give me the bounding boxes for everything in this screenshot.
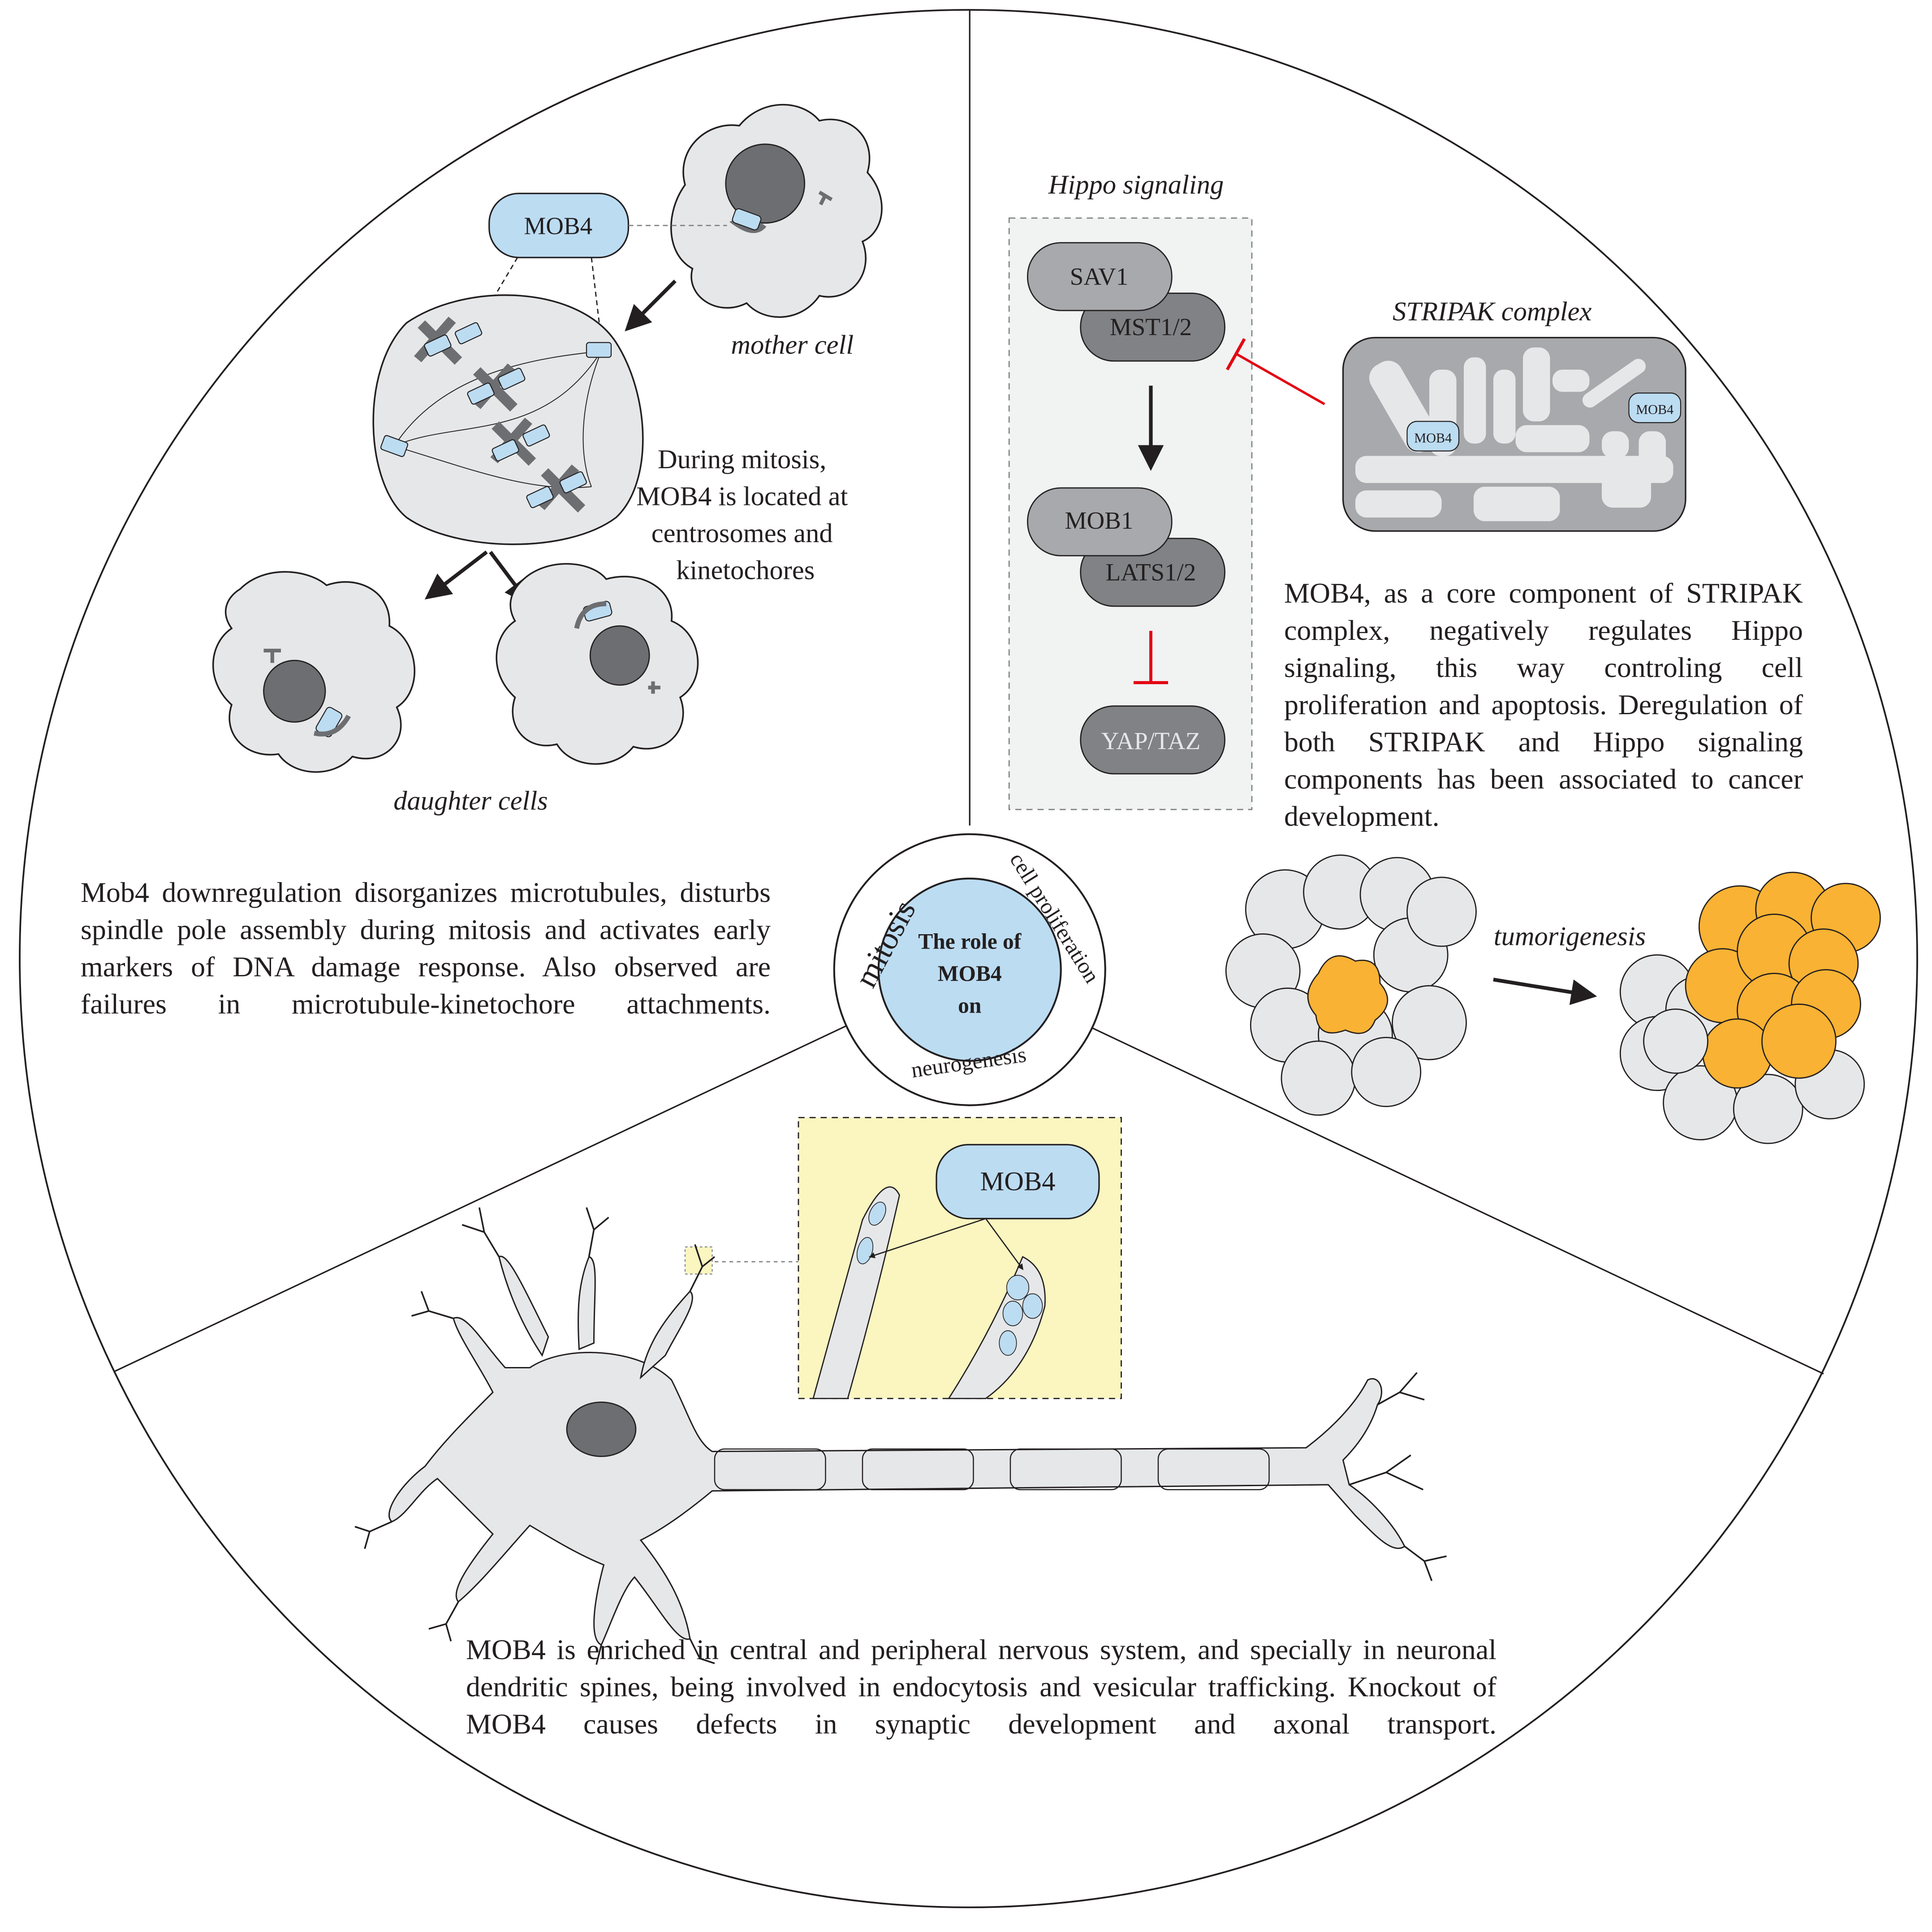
daughter-right-nucleus bbox=[589, 625, 650, 686]
mother-nucleus bbox=[725, 143, 806, 224]
inhibit-stripak-to-mst bbox=[1235, 352, 1325, 405]
tumorigenesis-label: tumorigenesis bbox=[1494, 921, 1646, 951]
dendrite-branches bbox=[354, 1207, 1447, 1665]
divider-right bbox=[1049, 1007, 1824, 1375]
mitosis-mob4-label: MOB4 bbox=[524, 212, 592, 240]
tumor-tissue bbox=[1619, 871, 1881, 1144]
arrow-tumorigenesis bbox=[1493, 978, 1597, 1005]
stripak-mob4-left-label: MOB4 bbox=[1414, 430, 1452, 445]
normal-tissue bbox=[1225, 854, 1477, 1116]
node-sav1-label: SAV1 bbox=[1070, 263, 1128, 290]
center-hub: The role of MOB4 on mitosis cell prolife… bbox=[833, 833, 1106, 1106]
neuron bbox=[388, 1255, 1406, 1646]
stripak-title: STRIPAK complex bbox=[1393, 297, 1591, 327]
main-circle-frame bbox=[19, 9, 1918, 1908]
myelin-segments bbox=[714, 1448, 1270, 1490]
daughter-cells-label: daughter cells bbox=[393, 786, 548, 816]
daughter-cell-right bbox=[496, 563, 699, 765]
mitosis-section: mother cell MOB4 bbox=[212, 104, 883, 816]
divider-left bbox=[114, 1005, 890, 1372]
neurogenesis-description: MOB4 is enriched in central and peripher… bbox=[466, 1634, 1496, 1740]
node-mst-label: MST1/2 bbox=[1110, 313, 1192, 341]
hub-title-line2: MOB4 bbox=[938, 961, 1002, 986]
mitosis-location-text: During mitosis, MOB4 is located at centr… bbox=[636, 444, 854, 586]
hub-inner-circle bbox=[877, 877, 1062, 1062]
stripak-mob4-right bbox=[1628, 392, 1682, 423]
neuron-nucleus bbox=[566, 1402, 637, 1457]
stripak-mob4-left bbox=[1406, 421, 1460, 452]
mitotic-cell bbox=[372, 294, 644, 545]
neurogenesis-section: MOB4 bbox=[354, 1117, 1447, 1665]
arrow-to-daughter-left bbox=[424, 550, 488, 600]
daughter-left-nucleus bbox=[263, 660, 326, 723]
mother-centrosome bbox=[732, 208, 762, 231]
node-sav1 bbox=[1027, 242, 1173, 311]
hippo-title: Hippo signaling bbox=[1048, 170, 1224, 200]
mother-cell-label: mother cell bbox=[731, 330, 854, 360]
node-lats-label: LATS1/2 bbox=[1106, 558, 1196, 586]
node-yap-label: YAP/TAZ bbox=[1101, 727, 1201, 755]
node-mob1-label: MOB1 bbox=[1065, 507, 1134, 534]
neuro-mob4-label: MOB4 bbox=[980, 1167, 1055, 1197]
mitosis-description: Mob4 downregulation disorganizes microtu… bbox=[81, 876, 771, 1020]
hub-title-line3: on bbox=[958, 993, 981, 1018]
arrow-mother-to-mitotic bbox=[625, 280, 677, 332]
proliferation-section: Hippo signaling SAV1 MST1/2 MOB1 LATS1/2… bbox=[1008, 170, 1881, 1144]
spine-inset-marker bbox=[684, 1246, 713, 1275]
node-yap bbox=[1080, 705, 1225, 775]
node-mob1 bbox=[1027, 487, 1173, 556]
stripak-mob4-right-label: MOB4 bbox=[1636, 402, 1673, 417]
proliferation-description: MOB4, as a core component of STRIPAK com… bbox=[1284, 577, 1803, 832]
hub-title-line1: The role of bbox=[918, 929, 1022, 954]
neuro-mob4-pill bbox=[936, 1144, 1100, 1220]
mother-cell bbox=[670, 104, 883, 318]
daughter-cell-left bbox=[212, 571, 415, 773]
